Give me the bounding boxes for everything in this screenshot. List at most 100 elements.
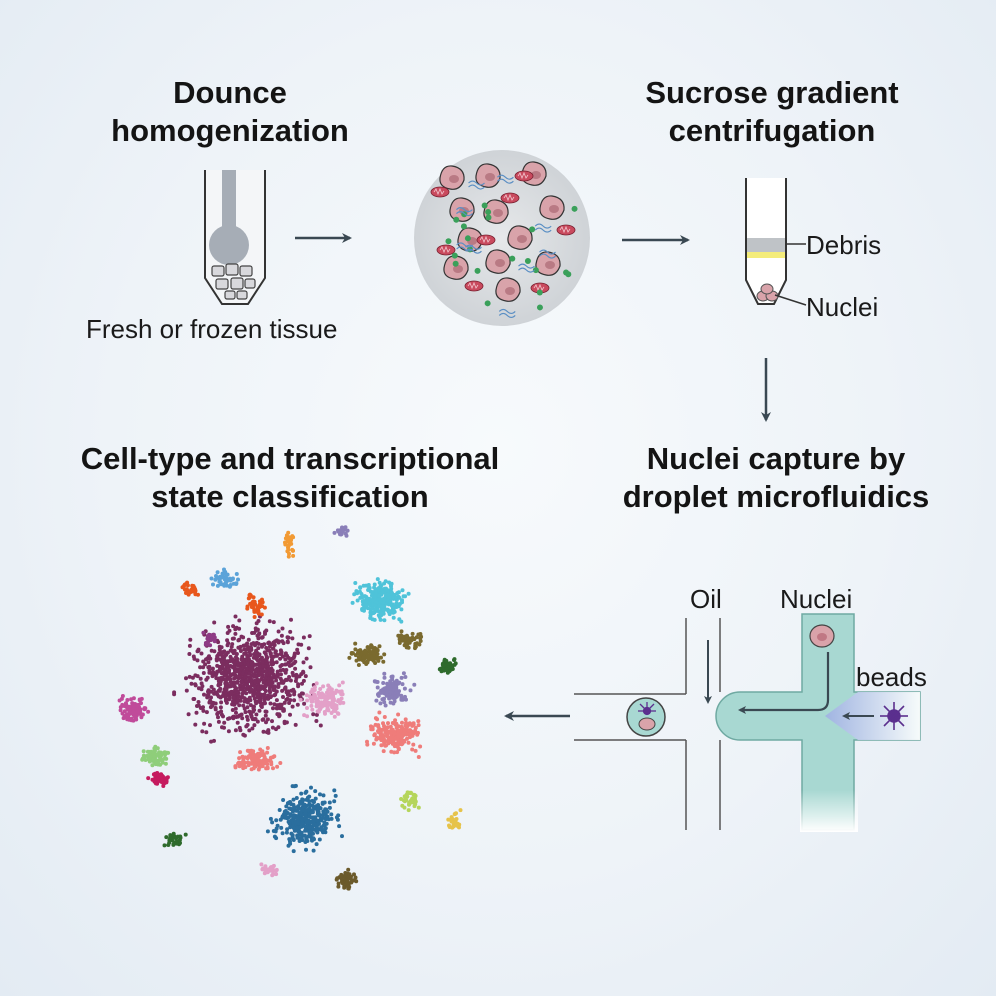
- cell-point: [376, 730, 381, 735]
- cell-point: [238, 683, 243, 688]
- cell-point: [233, 627, 238, 632]
- cell-point: [272, 834, 277, 839]
- cell-point: [399, 607, 404, 612]
- cell-point: [226, 729, 231, 734]
- cell-point: [236, 695, 241, 700]
- cell-point: [212, 738, 216, 743]
- organelle-dot: [536, 289, 543, 296]
- cell-point: [118, 708, 123, 713]
- cell-point: [254, 701, 259, 706]
- cell-point: [191, 654, 196, 659]
- cell-point: [403, 694, 407, 699]
- cell-point: [302, 824, 307, 829]
- mitochondrion: [556, 224, 576, 236]
- cell-point: [314, 719, 319, 723]
- cell-point: [257, 664, 262, 669]
- cell-point: [279, 672, 283, 677]
- cell-point: [329, 687, 334, 692]
- cell-point: [287, 821, 292, 826]
- cell-point: [284, 668, 289, 672]
- cell-point: [279, 633, 284, 638]
- cell-point: [311, 712, 316, 717]
- cell-point: [399, 742, 404, 747]
- cell-point: [382, 675, 387, 680]
- cell-point: [395, 750, 400, 755]
- cell-point: [366, 646, 371, 651]
- cell-point: [230, 657, 235, 662]
- cell-point: [314, 681, 319, 686]
- cell-point: [396, 681, 401, 686]
- cell-point: [215, 583, 220, 588]
- cell-point: [364, 603, 369, 608]
- cell-point: [312, 822, 317, 827]
- cell-point: [263, 867, 268, 872]
- cell-point: [343, 525, 348, 530]
- cell-point: [298, 697, 303, 702]
- cell-point: [209, 684, 214, 689]
- cell-point: [341, 700, 346, 705]
- cell-point: [266, 641, 271, 646]
- cell-point: [382, 696, 386, 701]
- cell-point: [373, 608, 377, 612]
- cell-point: [198, 665, 203, 670]
- organelle-dot: [460, 223, 467, 230]
- cell-point: [259, 705, 264, 709]
- cell-point: [307, 634, 312, 639]
- tissue-caption: Fresh or frozen tissue: [86, 314, 338, 344]
- cell-point: [263, 631, 267, 636]
- cell-point: [199, 651, 204, 656]
- cluster-10: [437, 657, 458, 675]
- cell-point: [233, 764, 238, 769]
- cell-point: [252, 696, 257, 701]
- cell-point: [262, 605, 267, 610]
- cell-point: [345, 878, 350, 883]
- cell-point: [321, 684, 326, 689]
- cell-point: [308, 665, 313, 670]
- cell-point: [287, 675, 292, 679]
- cell-point: [270, 657, 274, 662]
- cell-point: [156, 762, 161, 767]
- cell-point: [395, 724, 400, 729]
- cell-point: [290, 636, 295, 641]
- cell-point: [390, 727, 395, 732]
- cell-point: [218, 667, 223, 672]
- cell-point: [245, 717, 250, 722]
- cell-point: [249, 714, 254, 719]
- cell-point: [248, 751, 253, 756]
- cell-point: [439, 669, 444, 674]
- cell-point: [259, 684, 264, 689]
- cell-point: [240, 716, 245, 721]
- cell-point: [291, 535, 296, 540]
- cell-point: [323, 826, 328, 831]
- cell-point: [281, 798, 286, 802]
- cluster-2: [265, 783, 344, 854]
- cell-point: [347, 655, 352, 660]
- cluster-7: [117, 694, 151, 723]
- cell-point: [235, 679, 240, 684]
- cell-point: [276, 685, 281, 689]
- cell-point: [284, 662, 289, 667]
- cell-point: [372, 679, 377, 684]
- mitochondrion: [514, 170, 534, 182]
- cell-point: [378, 617, 383, 622]
- cell-point: [269, 760, 274, 765]
- cell-point: [230, 708, 235, 712]
- cell-point: [306, 646, 311, 651]
- cell-point: [402, 794, 407, 799]
- cell-point: [452, 657, 457, 662]
- gradient-band: [747, 252, 785, 258]
- cell-point: [250, 757, 255, 762]
- cell-point: [258, 747, 263, 752]
- cell-point: [395, 602, 399, 606]
- cell-point: [233, 728, 238, 733]
- cell-point: [209, 576, 214, 581]
- cell-point: [318, 792, 322, 797]
- cell-point: [164, 835, 169, 840]
- cell-point: [408, 688, 413, 693]
- cell-point: [145, 753, 150, 758]
- cell-point: [446, 817, 451, 822]
- cell-point: [299, 822, 304, 827]
- cell-point: [338, 699, 343, 704]
- cell-point: [288, 800, 292, 804]
- cell-point: [254, 712, 259, 717]
